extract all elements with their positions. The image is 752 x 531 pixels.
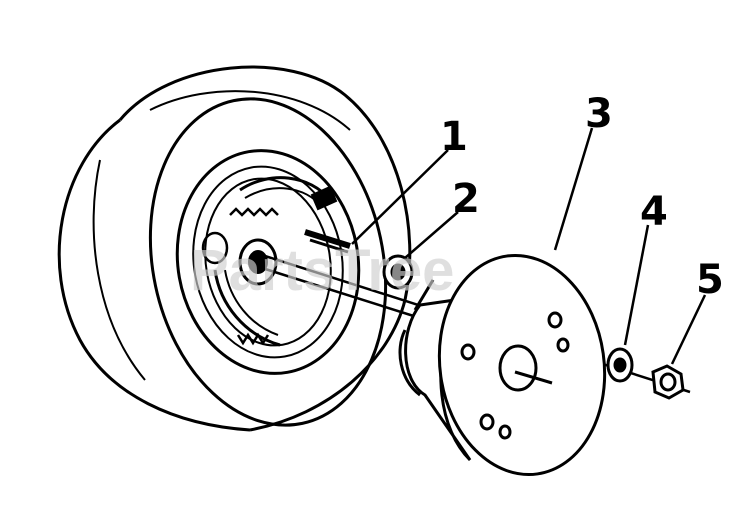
leader-3 [553, 127, 594, 251]
callout-4: 4 [640, 189, 668, 235]
brake-assembly [201, 176, 338, 347]
washer [606, 347, 634, 383]
brake-drum [398, 253, 607, 477]
axle-front [514, 370, 553, 385]
leader-5 [670, 294, 707, 365]
bushing [382, 254, 414, 290]
callout-1: 1 [440, 114, 468, 160]
callout-5: 5 [696, 257, 724, 303]
leader-lines [351, 127, 707, 365]
tire [57, 65, 412, 432]
callouts: 1 2 3 4 5 [440, 91, 724, 303]
callout-3: 3 [585, 91, 613, 137]
leader-1 [351, 149, 449, 245]
partstree-watermark: PartsTree [190, 238, 454, 303]
leader-2 [404, 211, 459, 259]
leader-4 [623, 224, 650, 346]
callout-2: 2 [452, 176, 480, 222]
lock-nut [651, 364, 685, 400]
